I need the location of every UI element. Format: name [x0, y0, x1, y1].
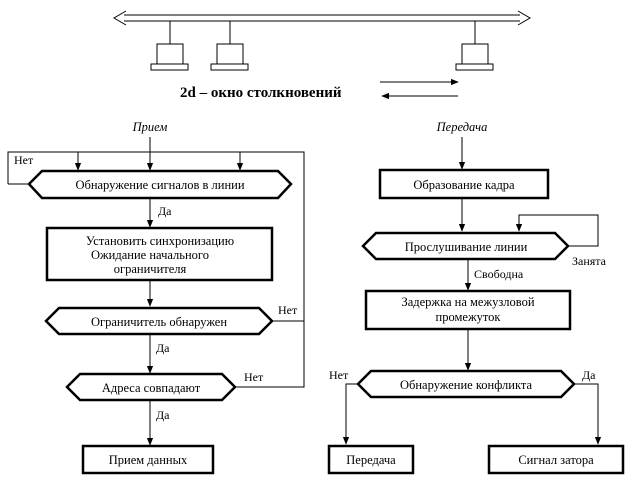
no-label: Нет — [329, 368, 349, 382]
delimiter-detected-block — [44, 306, 274, 336]
collision-window-label: 2d – окно столкновений — [180, 85, 342, 101]
addresses-match-label: Адреса совпадают — [102, 381, 201, 395]
conflict-detect-label: Обнаружение конфликта — [400, 378, 532, 392]
yes-label: Да — [582, 368, 596, 382]
frame-forming-label: Образование кадра — [413, 178, 515, 192]
free-label: Свободна — [474, 267, 524, 281]
yes-label: Да — [158, 204, 172, 218]
delimiter-detected-label: Ограничитель обнаружен — [91, 315, 227, 329]
addresses-match-block — [65, 372, 237, 402]
jam-signal-block — [487, 444, 625, 475]
sync-line-2: Ожидание начального — [91, 248, 209, 262]
delay-line-2: промежуток — [436, 310, 502, 324]
no-label: Нет — [244, 370, 264, 384]
yes-label: Да — [156, 408, 170, 422]
station-icon — [150, 21, 189, 71]
connector — [574, 383, 602, 445]
listen-line-block — [361, 231, 570, 261]
busy-label: Занята — [572, 254, 607, 268]
delay-block — [364, 289, 572, 331]
station-icon — [210, 21, 249, 71]
no-label: Нет — [278, 303, 298, 317]
connector — [7, 151, 78, 184]
sync-block — [45, 226, 274, 282]
detect-signals-label: Обнаружение сигналов в линии — [75, 178, 244, 192]
sync-line-1: Установить синхронизацию — [86, 234, 234, 248]
network-bus-illustration — [113, 10, 531, 71]
receive-title: Прием — [132, 120, 168, 134]
yes-label: Да — [156, 341, 170, 355]
sync-line-3: ограничителя — [114, 262, 187, 276]
transmit-block — [327, 444, 415, 475]
station-icon — [455, 21, 494, 71]
receive-data-label: Прием данных — [109, 453, 188, 467]
detect-signals-block — [27, 169, 293, 200]
frame-forming-block — [378, 168, 550, 200]
no-label: Нет — [14, 153, 34, 167]
connector — [342, 383, 358, 445]
delay-line-1: Задержка на межузловой — [401, 295, 534, 309]
jam-signal-label: Сигнал затора — [518, 453, 594, 467]
listen-line-label: Прослушивание линии — [405, 240, 528, 254]
transmit-label: Передача — [346, 453, 396, 467]
receive-data-block — [81, 444, 215, 475]
transmit-title: Передача — [436, 120, 488, 134]
